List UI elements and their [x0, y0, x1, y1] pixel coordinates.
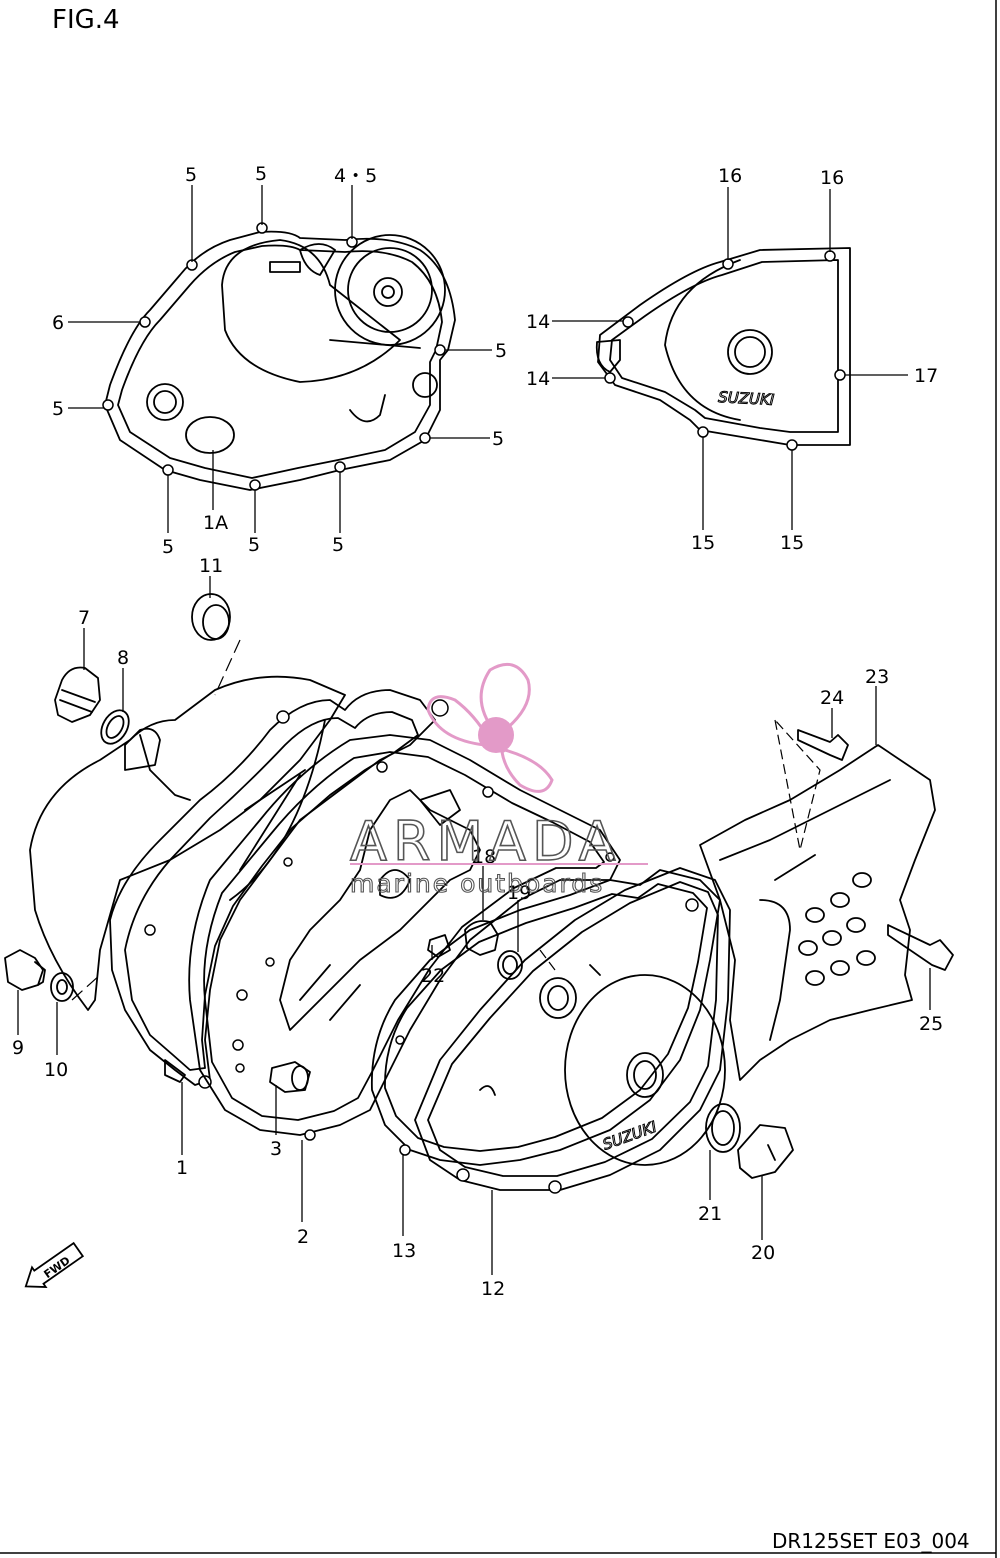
propeller-logo-icon: [426, 662, 554, 793]
timing-plug: [705, 1103, 794, 1179]
magneto-cover-gasket-lower: [370, 869, 721, 1166]
callout-5: 5: [495, 340, 507, 362]
callout-14: 14: [526, 311, 550, 333]
callout-19: 19: [507, 882, 531, 904]
callout-15: 15: [691, 532, 715, 554]
callout-5: 5: [185, 164, 197, 186]
callout-15: 15: [780, 532, 804, 554]
callout-5: 5: [52, 398, 64, 420]
magneto-cover-gasket: SUZUKI: [595, 247, 851, 451]
clutch-cover: [29, 675, 449, 1089]
callouts-top-right: 16 16 14 14 17 15 15: [526, 165, 938, 554]
callout-10: 10: [44, 1059, 68, 1081]
leader-lines-top-right: [552, 187, 908, 530]
callout-12: 12: [481, 1278, 505, 1300]
callout-7: 7: [78, 607, 90, 629]
callout-5: 5: [255, 163, 267, 185]
callout-18: 18: [472, 846, 496, 868]
leader-lines-bottom: [17, 576, 931, 1275]
drawing-code: DR125SET E03_004: [772, 1529, 970, 1553]
crankcase-inner: [279, 789, 481, 1031]
callout-1A: 1A: [203, 512, 228, 534]
watermark-tagline: marine outboards: [350, 869, 604, 898]
callout-5: 5: [332, 534, 344, 556]
callout-22: 22: [421, 965, 445, 987]
callout-20: 20: [751, 1242, 775, 1264]
clutch-cover-gasket: [102, 222, 456, 491]
callouts-top-left: 5 5 4・5 6 5 5 5 5 1A 5 5: [52, 163, 507, 558]
callout-17: 17: [914, 365, 938, 387]
callout-5: 5: [162, 536, 174, 558]
watermark: ARMADA marine outboards: [349, 662, 648, 899]
callout-5: 5: [248, 534, 260, 556]
cover-bolts: [797, 729, 954, 971]
filler-plug: [54, 666, 130, 745]
callout-9: 9: [12, 1037, 24, 1059]
callout-11: 11: [199, 555, 223, 577]
drain-bolt: [4, 949, 101, 1002]
callout-2: 2: [297, 1226, 309, 1248]
callout-8: 8: [117, 647, 129, 669]
callout-14: 14: [526, 368, 550, 390]
callout-1: 1: [176, 1157, 188, 1179]
oil-seal: [191, 593, 241, 696]
callouts-bottom: 11 7 8 23 24 18 19 22 9 10 25 1 3 2 13 1…: [12, 555, 943, 1300]
sprocket-cover: [699, 717, 936, 1081]
small-parts: [427, 920, 523, 980]
figure-title: FIG.4: [52, 5, 120, 35]
dowel-pin: [269, 1061, 311, 1093]
crankcase-gasket: [188, 734, 621, 1141]
callout-16: 16: [718, 165, 742, 187]
leader-lines-top-left: [68, 185, 492, 533]
callout-13: 13: [392, 1240, 416, 1262]
callout-24: 24: [820, 687, 844, 709]
callout-23: 23: [865, 666, 889, 688]
callout-5: 5: [492, 428, 504, 450]
callout-3: 3: [270, 1138, 282, 1160]
callout-16: 16: [820, 167, 844, 189]
callout-4-5: 4・5: [334, 165, 377, 187]
callout-25: 25: [919, 1013, 943, 1035]
brand-marking: SUZUKI: [718, 388, 775, 409]
callout-6: 6: [52, 312, 64, 334]
callout-21: 21: [698, 1203, 722, 1225]
